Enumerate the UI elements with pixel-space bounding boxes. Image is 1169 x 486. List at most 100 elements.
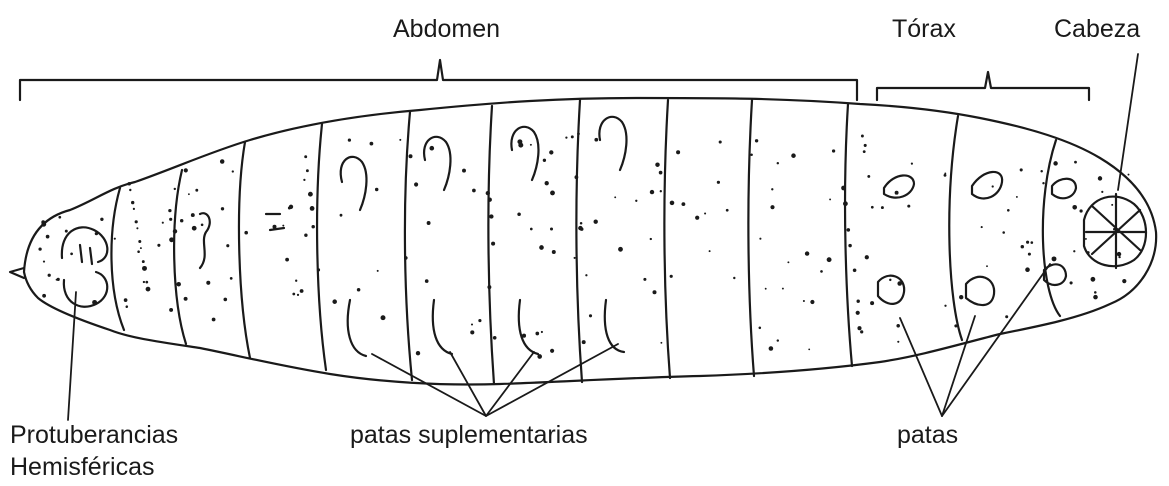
stipple-dot	[827, 257, 832, 262]
stipple-dot	[1118, 256, 1120, 258]
stipple-dot	[841, 186, 846, 191]
stipple-dot	[896, 324, 900, 328]
stipple-dot	[493, 336, 497, 340]
stipple-dot	[959, 295, 963, 299]
stipple-dot	[162, 222, 164, 224]
stipple-dot	[470, 330, 474, 334]
stipple-dot	[1007, 209, 1010, 212]
stipple-dot	[650, 238, 652, 240]
stipple-dot	[404, 256, 408, 260]
stipple-dot	[770, 205, 774, 209]
stipple-dot	[535, 332, 539, 336]
stipple-dot	[726, 209, 729, 212]
hemispherical-protuberances-icon	[62, 227, 108, 306]
stipple-dot	[174, 188, 176, 190]
stipple-dot	[138, 240, 141, 243]
stipple-dot	[541, 331, 543, 333]
stipple-dot	[129, 189, 131, 191]
stipple-dot	[304, 155, 307, 158]
stipple-dot	[1094, 291, 1097, 294]
stipple-dot	[787, 261, 789, 263]
stipple-dot	[782, 288, 784, 290]
stipple-dot	[550, 349, 554, 353]
stipple-dot	[907, 205, 910, 208]
stipple-dot	[489, 214, 493, 218]
stipple-dot	[643, 278, 646, 281]
stipple-dot	[1025, 267, 1030, 272]
stipple-dot	[157, 244, 160, 247]
stipple-dot	[42, 294, 46, 298]
stipple-dot	[226, 244, 229, 247]
stipple-dot	[95, 232, 98, 235]
stipple-dot	[295, 280, 297, 282]
stipple-dot	[1005, 315, 1008, 318]
stipple-dot	[381, 315, 386, 320]
stipple-dot	[1016, 196, 1018, 198]
stipple-dot	[759, 327, 762, 330]
stipple-dot	[820, 270, 823, 273]
stipple-dot	[357, 288, 361, 292]
abdomen-bracket	[20, 60, 857, 100]
stipple-dot	[808, 348, 810, 350]
stipple-dot	[614, 196, 616, 198]
stipple-dot	[462, 169, 466, 173]
stipple-dot	[810, 300, 814, 304]
stipple-dot	[221, 207, 224, 210]
stipple-dot	[992, 185, 994, 187]
stipple-dot	[377, 270, 379, 272]
segment-lines	[111, 100, 1060, 384]
stipple-dot	[114, 238, 116, 240]
stipple-dot	[856, 311, 860, 315]
stipple-dot	[863, 150, 866, 153]
torax-label: Tórax	[892, 14, 956, 44]
stipple-dot	[517, 139, 522, 144]
stipple-dot	[589, 314, 592, 317]
larva-body-outline	[24, 98, 1156, 385]
stipple-dot	[41, 222, 46, 227]
stipple-dot	[550, 227, 553, 230]
stipple-dot	[954, 324, 957, 327]
stipple-dot	[759, 238, 761, 240]
stipple-dot	[142, 266, 147, 271]
stipple-dot	[857, 300, 860, 303]
stipple-dot	[131, 201, 134, 204]
stipple-dot	[755, 139, 758, 142]
stipple-dot	[180, 219, 183, 222]
stipple-dot	[135, 220, 138, 223]
stipple-dot	[220, 159, 225, 164]
stipple-dot	[303, 179, 305, 181]
stipple-dot	[864, 144, 867, 147]
stipple-dot	[594, 220, 598, 224]
stipple-dot	[1093, 295, 1098, 300]
stipple-dot	[232, 170, 234, 172]
stipple-dot	[582, 340, 586, 344]
stipple-dot	[550, 190, 555, 195]
stipple-dot	[660, 190, 662, 192]
stipple-dot	[1087, 251, 1090, 254]
stipple-dot	[1028, 253, 1031, 256]
cabeza-pointer	[1118, 54, 1138, 190]
stipple-dot	[580, 222, 583, 225]
stipple-dot	[1073, 250, 1075, 252]
stipple-dot	[897, 341, 899, 343]
stipple-dot	[577, 132, 580, 135]
stipple-dot	[1020, 168, 1023, 171]
stipple-dot	[297, 294, 299, 296]
stipple-dot	[191, 213, 195, 217]
stipple-dot	[146, 287, 151, 292]
stipple-dot	[168, 209, 171, 212]
stipple-dot	[574, 257, 576, 259]
stipple-dot	[1080, 209, 1083, 212]
stipple-dot	[38, 247, 41, 250]
stipple-dot	[895, 191, 899, 195]
stipple-dot	[414, 182, 418, 186]
stipple-dot	[56, 279, 58, 281]
stipple-dot	[140, 247, 142, 249]
stipple-dot	[142, 260, 145, 263]
stipple-dot	[695, 216, 699, 220]
cabeza-label: Cabeza	[1054, 14, 1140, 44]
stipple-dot	[860, 330, 863, 333]
stipple-dot	[169, 218, 172, 221]
stipple-dot	[176, 282, 181, 287]
stipple-dot	[1021, 245, 1024, 248]
